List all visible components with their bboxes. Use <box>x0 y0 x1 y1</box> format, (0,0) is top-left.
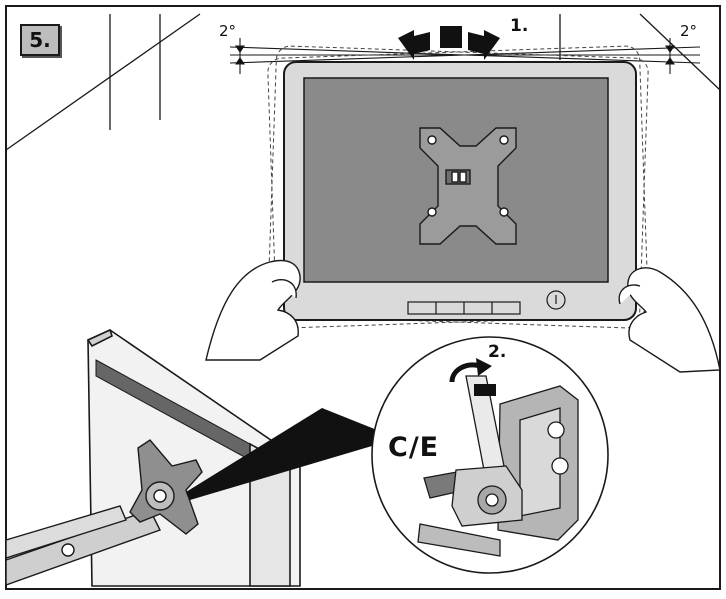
tilt-angle-right-label: 2° <box>680 22 698 40</box>
monitor-buttons <box>407 290 566 315</box>
vesa-mount-plate <box>419 127 517 245</box>
wall-lines <box>5 13 721 151</box>
step-two-label: 2. <box>488 342 507 362</box>
monitor-arm <box>5 439 203 586</box>
callout-beam <box>186 408 392 500</box>
step-number-badge: 5. <box>20 24 60 56</box>
detail-mount-closeup <box>417 375 579 557</box>
tilt-angle-left-label: 2° <box>219 22 237 40</box>
rotate-arrow-icon <box>398 26 500 60</box>
curved-arrow-icon <box>449 358 496 396</box>
rotation-outline-dashed <box>267 45 649 329</box>
step-one-label: 1. <box>510 16 529 36</box>
hands <box>205 259 721 373</box>
lever-code-label: C/E <box>388 432 440 463</box>
tilt-reference-lines <box>229 38 701 74</box>
